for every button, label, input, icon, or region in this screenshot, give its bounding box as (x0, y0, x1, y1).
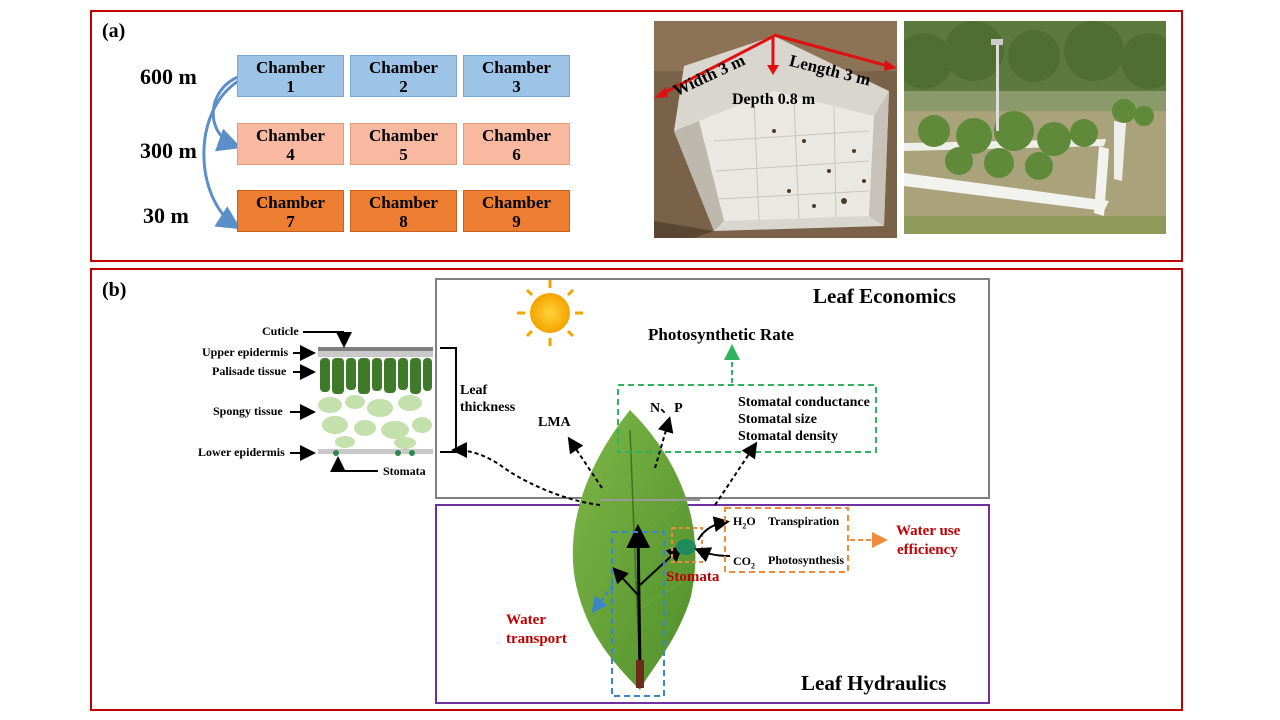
spongy-label: Spongy tissue (213, 404, 283, 418)
altitude-300: 300 m (140, 138, 197, 163)
leaf-economics-box (435, 278, 990, 499)
leaf-economics-title: Leaf Economics (813, 284, 956, 308)
chamber-photo: Width 3 m Length 3 m Depth 0.8 m (654, 21, 897, 238)
water-transport-label-2: transport (506, 631, 567, 647)
leaf-hydraulics-box (435, 504, 990, 704)
panel-b (90, 268, 1183, 711)
altitude-600: 600 m (140, 64, 197, 89)
palisade-label: Palisade tissue (212, 364, 287, 378)
sun-icon (517, 280, 583, 346)
leaf-thickness-label-2: thickness (460, 400, 516, 415)
water-use-label-1: Water use (896, 523, 961, 539)
stomata-cs-label: Stomata (383, 464, 426, 478)
stomata-red-label: Stomata (666, 569, 720, 585)
leaf-cross-section (318, 347, 433, 456)
panel-a (90, 10, 1183, 262)
upper-epidermis-label: Upper epidermis (202, 345, 289, 359)
stomatal-size-label: Stomatal size (738, 412, 817, 427)
photo-depth-label: Depth 0.8 m (732, 91, 816, 108)
water-use-label-2: efficiency (897, 542, 958, 558)
lower-epidermis-label: Lower epidermis (198, 445, 285, 459)
altitude-30: 30 m (143, 203, 189, 228)
field-photo (904, 21, 1166, 234)
stomatal-density-label: Stomatal density (738, 429, 838, 444)
panel-a-label: (a) (102, 20, 126, 42)
water-transport-label-1: Water (506, 612, 546, 628)
panel-b-label: (b) (102, 279, 127, 301)
leaf-thickness-label-1: Leaf (460, 383, 488, 398)
field-photo-drawing (904, 21, 1166, 234)
lma-label: LMA (538, 415, 571, 430)
leaf-hydraulics-title: Leaf Hydraulics (801, 671, 947, 695)
stomatal-conductance-label: Stomatal conductance (738, 395, 870, 410)
photosynthetic-rate-label: Photosynthetic Rate (648, 325, 794, 344)
chamber-photo-drawing (654, 21, 897, 238)
co2-label: CO2 (733, 554, 755, 571)
h2o-label: H2O (733, 514, 756, 531)
transpiration-label: Transpiration (768, 514, 840, 528)
photosynthesis-label: Photosynthesis (768, 553, 845, 567)
cuticle-label: Cuticle (262, 324, 299, 338)
np-label: N、P (650, 401, 683, 416)
